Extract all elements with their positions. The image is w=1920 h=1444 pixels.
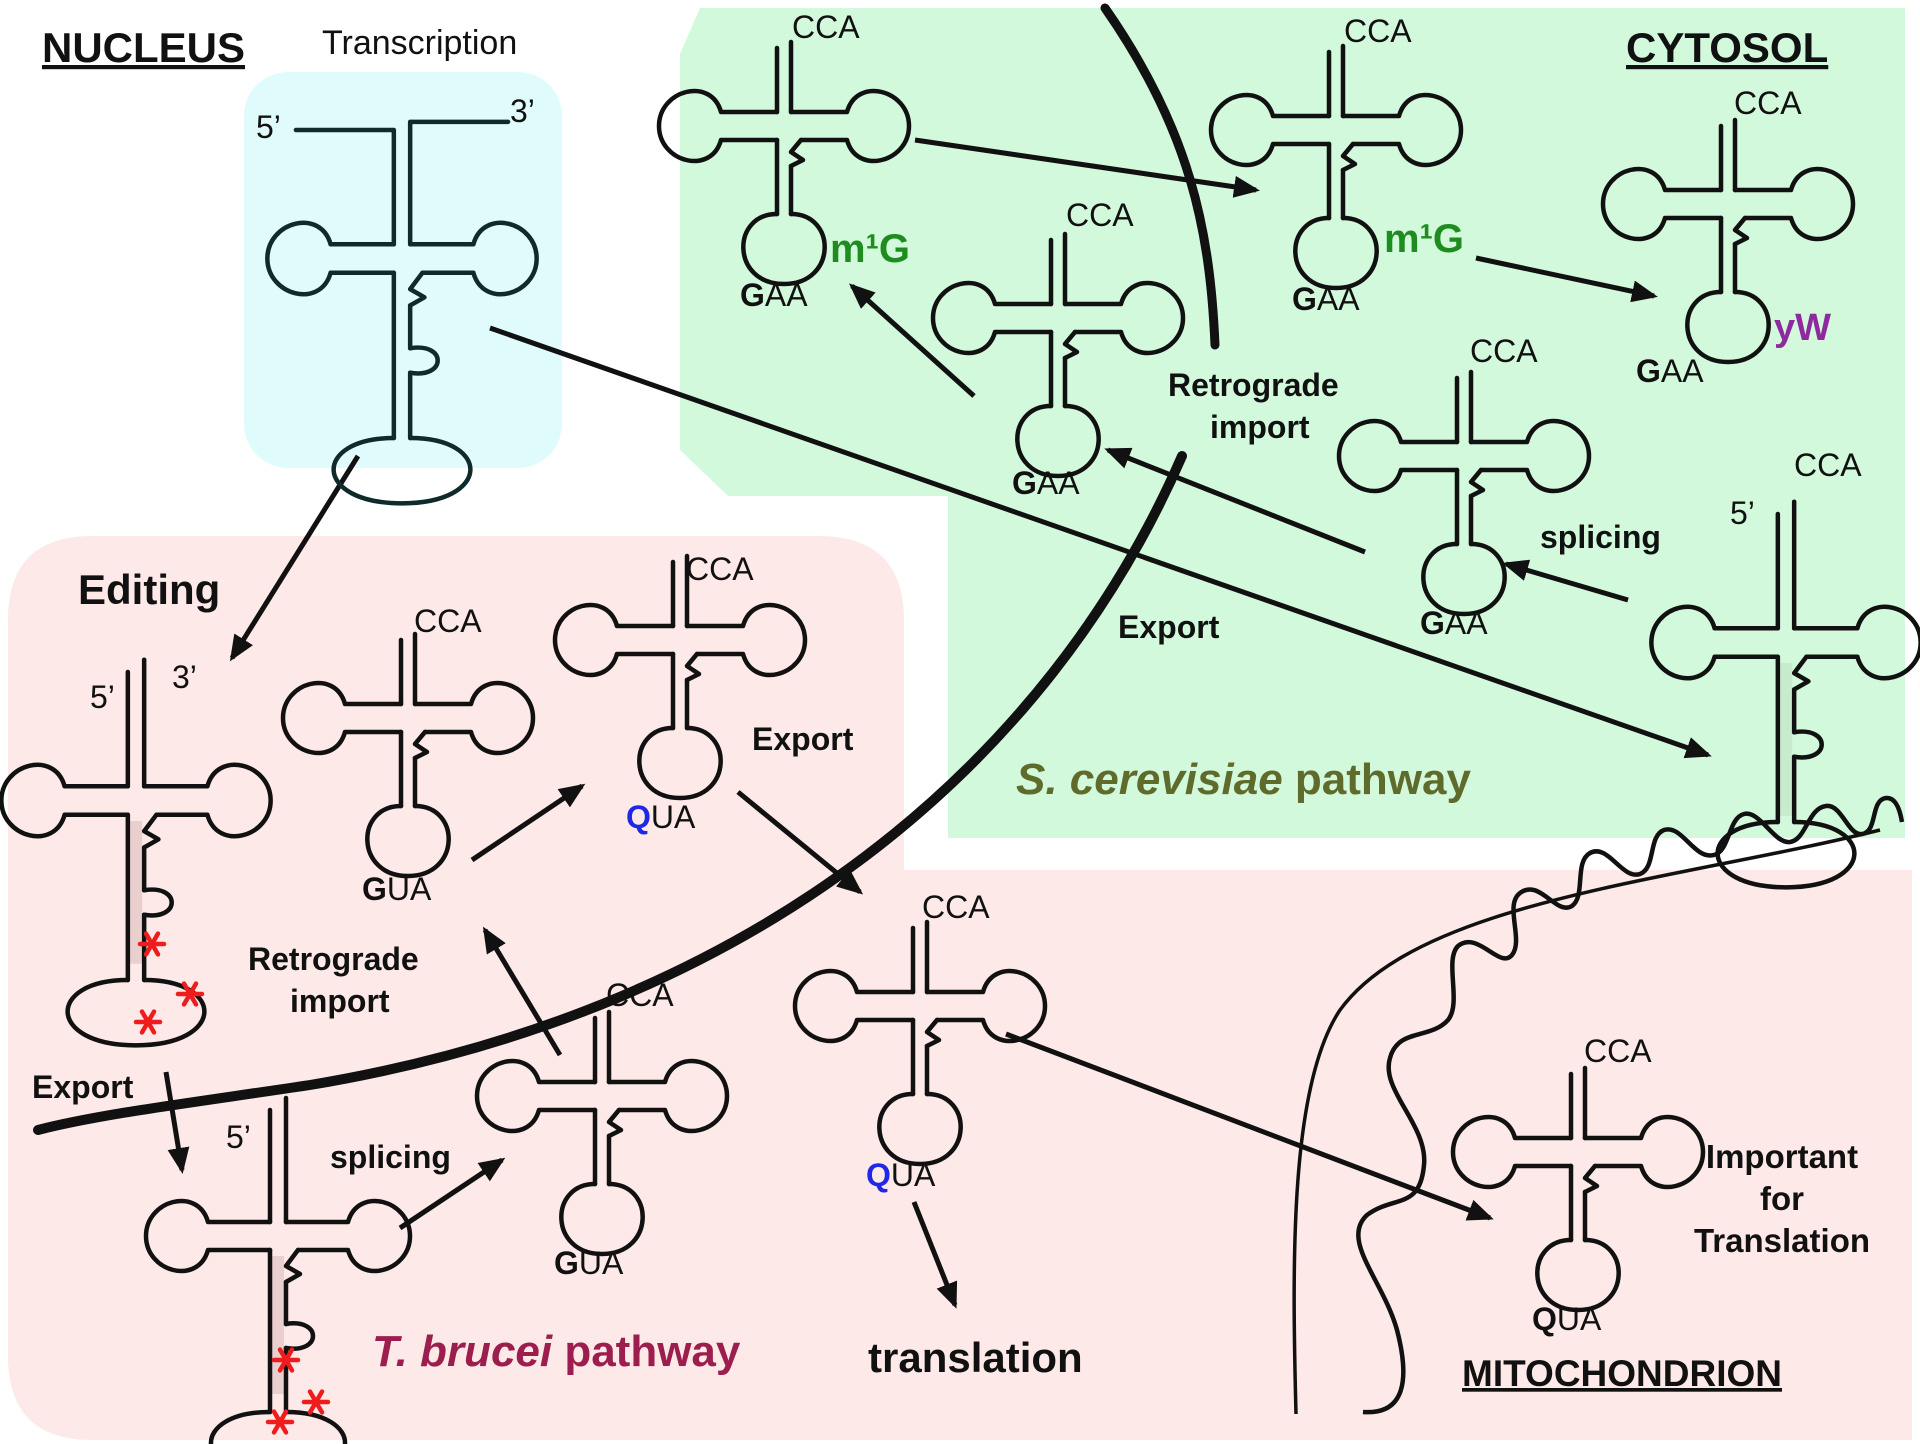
arrow-export-long — [489, 325, 1712, 759]
anticodon-gua: GUA — [554, 1245, 624, 1281]
tbrucei-pathway-label: T. brucei pathway — [372, 1327, 741, 1376]
mitochondrion-outer-membrane — [1292, 828, 1881, 1415]
splicing-label-sc: splicing — [1540, 519, 1661, 555]
trna-molecules — [0, 39, 1920, 1444]
five-prime-sc: 5’ — [1730, 495, 1755, 531]
edit-site-star — [133, 1009, 163, 1035]
pre-trna — [1649, 499, 1920, 890]
edit-site-star — [175, 981, 205, 1007]
edit-site-star — [137, 931, 167, 957]
arrow-export-qua — [736, 790, 864, 895]
trna — [792, 919, 1048, 1167]
export-label-tb: Export — [32, 1069, 134, 1105]
cca-label: CCA — [1066, 197, 1134, 233]
cca-label: CCA — [414, 603, 482, 639]
nucleus-title: NUCLEUS — [42, 24, 245, 71]
trna — [1600, 117, 1856, 365]
nuclear-envelope — [33, 451, 1187, 1135]
yw-modification: yW — [1774, 307, 1831, 349]
anticodon-gaa: GAA — [1012, 465, 1080, 501]
cca-label: CCA — [686, 551, 754, 587]
m1g-modification: m¹G — [830, 227, 910, 271]
anticodon-qua: QUA — [866, 1157, 936, 1193]
anticodon-gua: GUA — [362, 871, 432, 907]
edit-site-star — [271, 1347, 301, 1373]
anticodon-gaa: GAA — [1292, 281, 1360, 317]
trna — [552, 553, 808, 801]
trna — [280, 631, 536, 879]
retrograde-label-tb: Retrograde — [248, 941, 419, 977]
nucleus-transcription-box — [244, 72, 562, 468]
anticodon-gaa: GAA — [1420, 605, 1488, 641]
cytosol-title: CYTOSOL — [1626, 24, 1828, 71]
trna — [1208, 43, 1464, 291]
editing-marks — [133, 931, 331, 1435]
five-prime-edit: 5’ — [90, 679, 115, 715]
important-label-1: Important — [1706, 1138, 1858, 1175]
tbrucei-region — [8, 536, 1912, 1440]
cca-label: CCA — [1584, 1033, 1652, 1069]
transcription-label: Transcription — [322, 24, 517, 62]
anticodon-gaa: GAA — [1636, 353, 1704, 389]
cca-label: CCA — [1734, 85, 1802, 121]
important-label-2: for — [1760, 1180, 1804, 1217]
three-prime-edit: 3’ — [172, 659, 197, 695]
arrow-editing-to-export — [163, 1071, 190, 1174]
trna — [656, 39, 912, 287]
splicing-label-tb: splicing — [330, 1139, 451, 1175]
process-arrows — [163, 137, 1712, 1309]
cca-label: CCA — [606, 977, 674, 1013]
edit-site-star — [265, 1409, 295, 1435]
arrow-m1g-to-m1g — [914, 137, 1260, 198]
important-label-3: Translation — [1694, 1222, 1870, 1259]
trna — [1450, 1065, 1706, 1313]
five-prime-export: 5’ — [226, 1119, 251, 1155]
retrograde-label-sc: Retrograde — [1168, 367, 1339, 403]
export-label-sc: Export — [1118, 609, 1220, 645]
mitochondrion-cristae — [1356, 795, 1905, 1415]
arrow-to-translation — [911, 1201, 958, 1309]
cytosol-region — [680, 8, 1905, 838]
editing-label: Editing — [78, 566, 220, 613]
trna — [1336, 369, 1592, 617]
trna — [474, 1009, 730, 1257]
mitochondrion-title: MITOCHONDRION — [1462, 1353, 1782, 1394]
cca-label: CCA — [1794, 447, 1862, 483]
import-label-sc: import — [1210, 409, 1310, 445]
anticodon-qua: QUA — [626, 799, 696, 835]
anticodon-gaa: GAA — [740, 277, 808, 313]
labels: NUCLEUS CYTOSOL MITOCHONDRION Transcript… — [32, 9, 1870, 1394]
arrow-m1g-to-yw — [1475, 255, 1658, 303]
import-label-tb: import — [290, 983, 390, 1019]
arrow-transcription-to-editing — [229, 454, 361, 662]
cca-label: CCA — [1344, 13, 1412, 49]
pre-trna — [265, 119, 539, 506]
cca-label: CCA — [792, 9, 860, 45]
translation-label: translation — [868, 1334, 1083, 1381]
cca-label: CCA — [922, 889, 990, 925]
arrow-retrograde-sc — [1104, 447, 1366, 555]
anticodon-qua: QUA — [1532, 1301, 1602, 1337]
arrow-retrograde-tb — [482, 926, 563, 1057]
scerevisiae-pathway-label: S. cerevisiae pathway — [1016, 755, 1471, 804]
arrow-splicing-tb — [398, 1157, 506, 1231]
arrow-splicing-sc — [1502, 559, 1629, 603]
three-prime-nucleus: 3’ — [510, 93, 535, 129]
cca-label: CCA — [1470, 333, 1538, 369]
pre-trna — [143, 1095, 413, 1444]
m1g-modification: m¹G — [1384, 217, 1464, 261]
arrow-to-m1g — [849, 283, 976, 398]
five-prime-nucleus: 5’ — [256, 109, 281, 145]
arrow-to-mitochondrion — [1005, 1031, 1494, 1221]
export-label-mid: Export — [752, 721, 854, 757]
edit-site-star — [301, 1389, 331, 1415]
arrow-gua-to-qua — [470, 783, 586, 863]
trna — [930, 231, 1186, 479]
pre-trna — [0, 657, 273, 1048]
